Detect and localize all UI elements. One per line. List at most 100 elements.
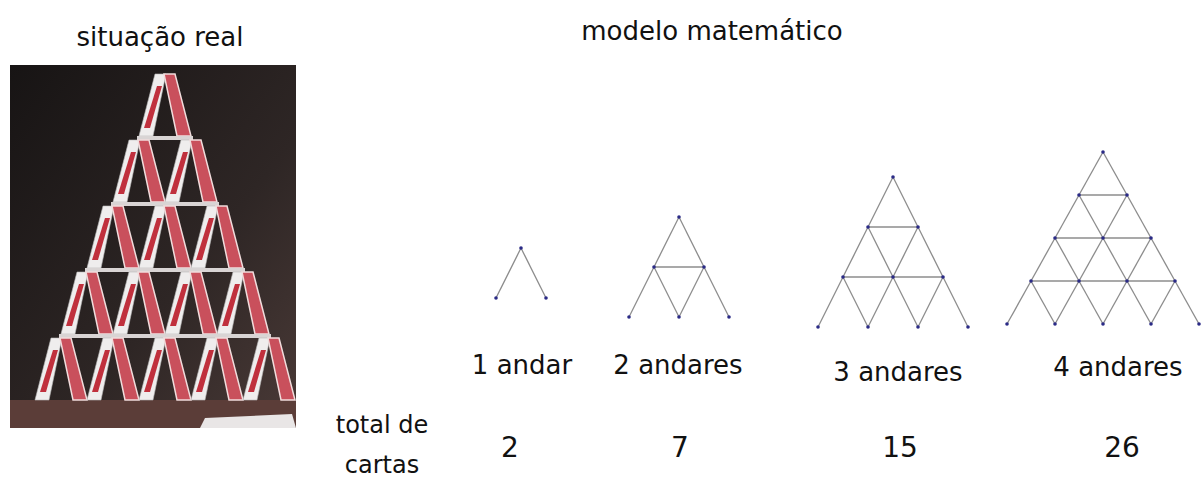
card-line [1055, 281, 1079, 324]
card-pip [196, 350, 214, 392]
card-pip [144, 350, 162, 392]
card-back [242, 272, 269, 334]
vertex-dot [494, 296, 498, 300]
vertex-dot [1101, 322, 1105, 326]
card [243, 338, 270, 400]
floor-label: 2 andares [613, 350, 742, 381]
vertex-dot [941, 275, 945, 279]
card-line [521, 248, 546, 298]
card [139, 74, 166, 136]
card-line [893, 277, 918, 327]
vertex-dot [966, 325, 970, 329]
card-line [868, 226, 918, 227]
card-pip [170, 284, 188, 326]
card-line [818, 277, 843, 327]
vertex-dot [652, 265, 656, 269]
card [35, 338, 62, 400]
vertex-dot [1005, 322, 1009, 326]
card-back [164, 206, 191, 268]
card-line [1127, 195, 1151, 238]
vertex-dot [1077, 279, 1081, 283]
card-back [60, 338, 87, 400]
card-line [843, 227, 868, 277]
card-line [629, 267, 654, 317]
vertex-dot [866, 225, 870, 229]
card [191, 206, 218, 268]
card [165, 272, 192, 334]
card [139, 338, 166, 400]
card-back [190, 272, 217, 334]
card-back [112, 338, 139, 400]
card-pip [248, 350, 266, 392]
card [165, 140, 192, 202]
vertex-dot [627, 315, 631, 319]
card-line [1103, 238, 1127, 281]
card-pip [66, 284, 84, 326]
card-count: 7 [671, 431, 689, 465]
card-line [1127, 238, 1151, 281]
vertex-dot [1125, 193, 1129, 197]
vertex-dot [1149, 322, 1153, 326]
card-line [943, 277, 968, 327]
card-pip [118, 284, 136, 326]
card-count: 15 [882, 431, 918, 465]
card-line [893, 227, 918, 277]
vertex-dot [866, 325, 870, 329]
card-line [843, 276, 893, 277]
card-line [679, 267, 704, 317]
vertex-dot [677, 215, 681, 219]
vertex-dot [1173, 279, 1177, 283]
vertex-dot [677, 315, 681, 319]
card-line [1031, 280, 1079, 281]
vertex-dot [1101, 150, 1105, 154]
card-line [1103, 195, 1127, 238]
card-back [268, 338, 295, 400]
vertex-dot [519, 246, 523, 250]
card-back [138, 140, 165, 202]
card-line [893, 276, 943, 277]
card-pip [196, 218, 214, 260]
card-line [1103, 237, 1151, 238]
card-line [1055, 238, 1079, 281]
vertex-dot [916, 325, 920, 329]
card-line [1079, 195, 1103, 238]
card-line [1079, 280, 1127, 281]
card-line [1031, 281, 1055, 324]
card [87, 338, 114, 400]
vertex-dot [891, 275, 895, 279]
floor-label: 3 andares [833, 357, 962, 388]
card-line [1127, 280, 1175, 281]
card-pip [118, 152, 136, 194]
card-line [1055, 195, 1079, 238]
card-back [216, 338, 243, 400]
vertex-dot [1149, 236, 1153, 240]
card-line [1079, 194, 1127, 195]
floor-label: 1 andar [472, 350, 572, 381]
card-line [893, 177, 918, 227]
vertex-dot [702, 265, 706, 269]
card-line [868, 177, 893, 227]
card-line [1175, 281, 1199, 324]
card [113, 140, 140, 202]
card-pip [144, 218, 162, 260]
card-count: 2 [501, 431, 519, 465]
card-back [86, 272, 113, 334]
vertex-dot [1029, 279, 1033, 283]
vertex-dot [891, 175, 895, 179]
card-line [1007, 281, 1031, 324]
card [217, 272, 244, 334]
vertex-dot [727, 315, 731, 319]
card-pip [92, 218, 110, 260]
card-back [164, 338, 191, 400]
card-line [654, 267, 679, 317]
card-line [704, 267, 729, 317]
vertex-dot [1053, 236, 1057, 240]
vertex-dot [1053, 322, 1057, 326]
card-line [1151, 238, 1175, 281]
card-pip [222, 284, 240, 326]
card-line [1079, 152, 1103, 195]
card-line [1103, 281, 1127, 324]
vertex-dot [816, 325, 820, 329]
vertex-dot [1197, 322, 1201, 326]
